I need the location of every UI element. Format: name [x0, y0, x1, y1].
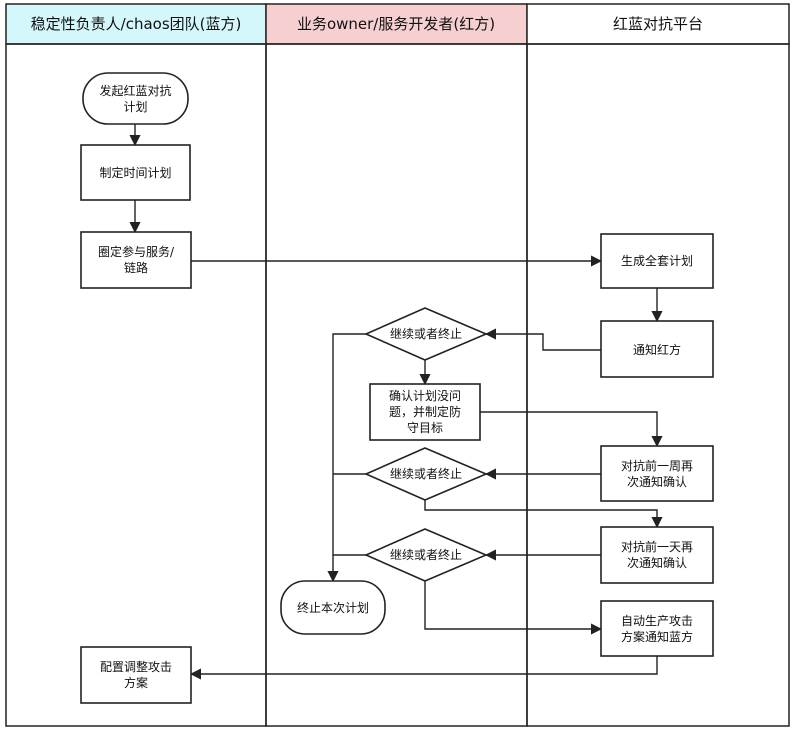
lane-header-red [265, 3, 528, 45]
decision-2-label: 继续或者终止 [390, 466, 462, 481]
start-node [82, 72, 189, 125]
confirm-plan-node-line-3: 守目标 [407, 421, 443, 435]
edge-notifyred-to-decision1 [484, 328, 601, 351]
circle-services-node-line-2: 链路 [124, 260, 148, 275]
circle-services-node [80, 231, 192, 289]
decision-3-label: 继续或者终止 [390, 547, 462, 562]
week-notice-node-line-2: 次通知确认 [627, 475, 687, 489]
edge-autoattack-to-config [189, 656, 658, 680]
auto-attack-node-line-1: 自动生产攻击 [621, 614, 693, 628]
edge-decision1-to-terminate [327, 333, 366, 583]
edges [129, 124, 663, 680]
circle-services-node-line-1: 圈定参与服务/ [98, 244, 175, 259]
time-plan-node [80, 144, 191, 201]
lane-header-blue [5, 3, 267, 45]
edge-decision3-to-autoattack [424, 581, 603, 635]
gen-plan-node-label: 生成全套计划 [621, 253, 693, 268]
start-node-line-2: 计划 [123, 100, 147, 114]
decision-2 [364, 447, 489, 501]
day-notice-node-line-1: 对抗前一天再 [621, 539, 693, 554]
lane-title-blue: 稳定性负责人/chaos团队(蓝方) [31, 15, 242, 33]
lane-header-platform [526, 3, 790, 45]
decision-1 [364, 307, 489, 361]
terminate-node [280, 580, 386, 635]
auto-attack-node [600, 600, 714, 657]
terminate-node-label: 终止本次计划 [297, 600, 369, 615]
lane-title-red: 业务owner/服务开发者(红方) [297, 15, 495, 33]
start-node-line-1: 发起红蓝对抗 [99, 83, 171, 98]
confirm-plan-node-line-1: 确认计划没问 [389, 388, 461, 403]
week-notice-node-line-1: 对抗前一周再 [621, 458, 693, 473]
day-notice-node [600, 526, 714, 584]
day-notice-node-line-2: 次通知确认 [627, 556, 687, 570]
edge-decision2-to-daynotice [424, 500, 663, 529]
lane-title-platform: 红蓝对抗平台 [613, 15, 703, 33]
gen-plan-node [600, 233, 714, 289]
confirm-plan-node [369, 383, 481, 441]
confirm-plan-node-line-2: 题，并制定防 [389, 404, 461, 419]
decision-1-label: 继续或者终止 [390, 326, 462, 341]
config-attack-node [80, 646, 192, 704]
auto-attack-node-line-2: 方案通知蓝方 [621, 629, 693, 644]
edge-confirm-to-weeknotice [480, 411, 663, 448]
decision-3 [364, 528, 489, 582]
lane-body-platform [526, 43, 790, 727]
notify-red-node-label: 通知红方 [633, 342, 681, 357]
week-notice-node [600, 445, 714, 502]
config-attack-node-line-1: 配置调整攻击 [100, 659, 172, 674]
time-plan-node-line-1: 制定时间计划 [99, 165, 171, 180]
config-attack-node-line-2: 方案 [124, 675, 148, 690]
notify-red-node [600, 320, 714, 378]
